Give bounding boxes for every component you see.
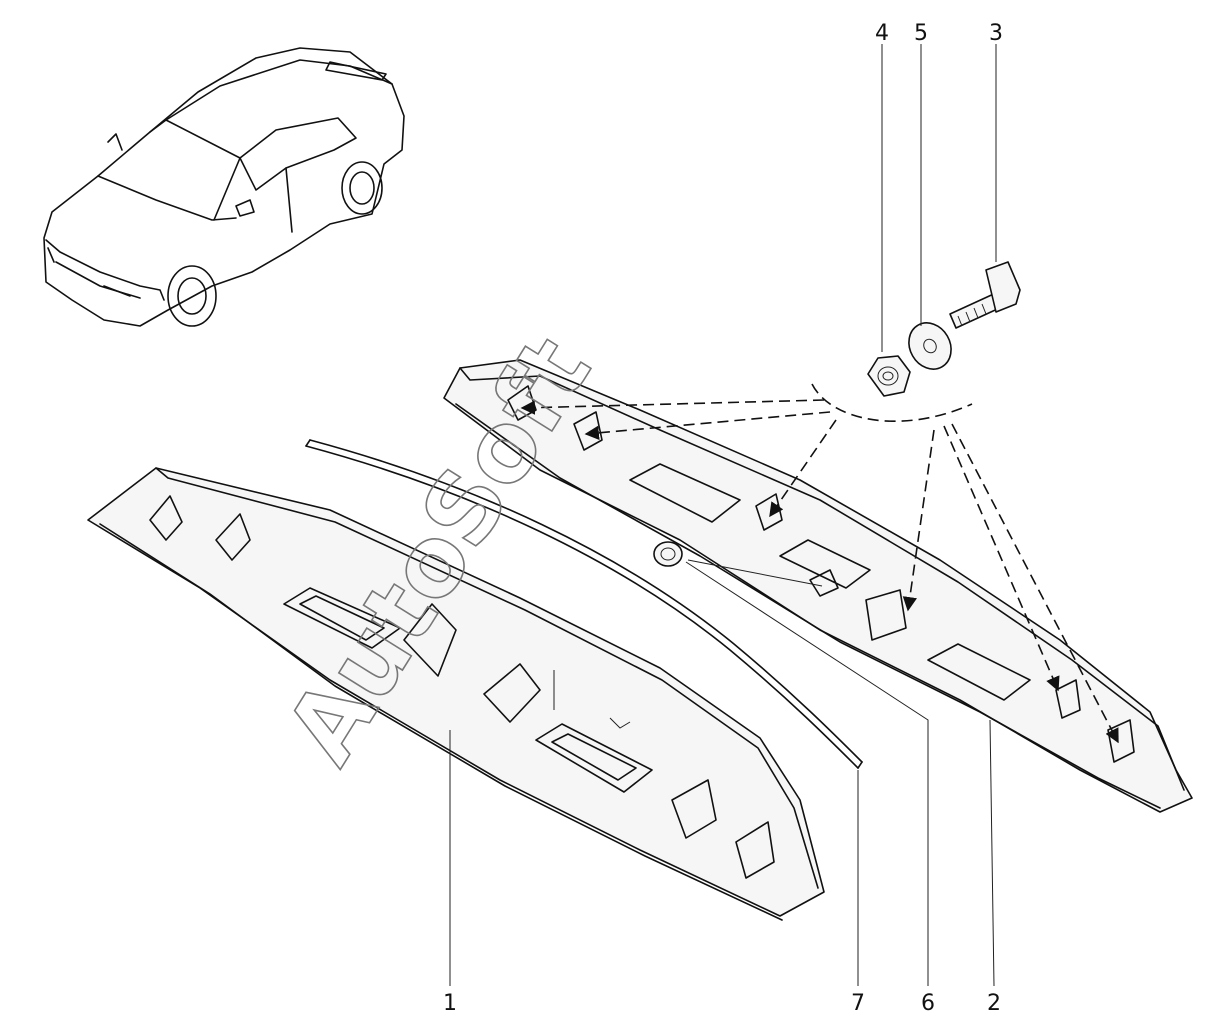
trim-panel-part-1 [87, 467, 825, 921]
nut-part-4 [867, 355, 911, 397]
washer-part-5 [908, 322, 952, 370]
hardware-group-arc [811, 383, 973, 422]
seal-strip-part-7 [305, 439, 863, 769]
car-thumbnail [43, 47, 405, 327]
bolt-part-3 [949, 261, 1021, 329]
callout-1: 1 [443, 991, 457, 1016]
callout-2: 2 [987, 991, 1001, 1016]
grommet-part-6 [653, 541, 823, 587]
leader-lines [449, 44, 997, 987]
callout-7: 7 [851, 991, 865, 1016]
trim-panel-part-2 [443, 359, 1193, 813]
callout-4: 4 [875, 21, 889, 46]
callout-labels: 4 5 3 1 7 6 2 [443, 21, 1003, 1016]
callout-6: 6 [921, 991, 935, 1016]
assembly-arrows [520, 399, 1119, 744]
callout-5: 5 [914, 21, 928, 46]
callout-3: 3 [989, 21, 1003, 46]
